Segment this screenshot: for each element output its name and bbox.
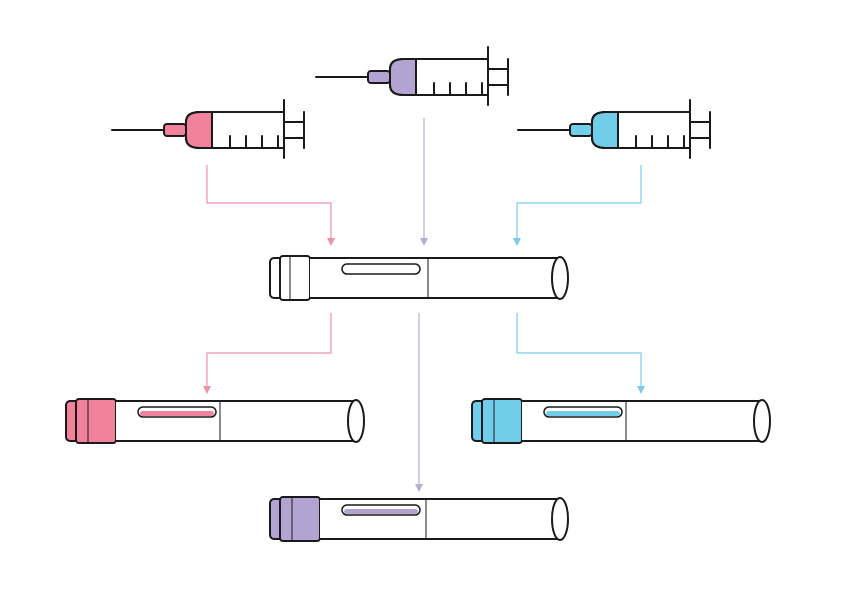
arrow-blue-to-cartridge (513, 165, 642, 246)
arrow-pink-to-cartridge (206, 165, 335, 246)
syringe-blue (517, 99, 711, 159)
arrow-to-pink-cartridge (203, 313, 332, 394)
cartridge-blue (471, 398, 771, 444)
syringe-pink (111, 99, 305, 159)
arrow-to-blue-cartridge (516, 313, 645, 394)
cartridge-empty (269, 255, 569, 301)
syringe-purple (315, 46, 509, 106)
cartridge-purple (269, 496, 569, 542)
cartridge-pink (65, 398, 365, 444)
